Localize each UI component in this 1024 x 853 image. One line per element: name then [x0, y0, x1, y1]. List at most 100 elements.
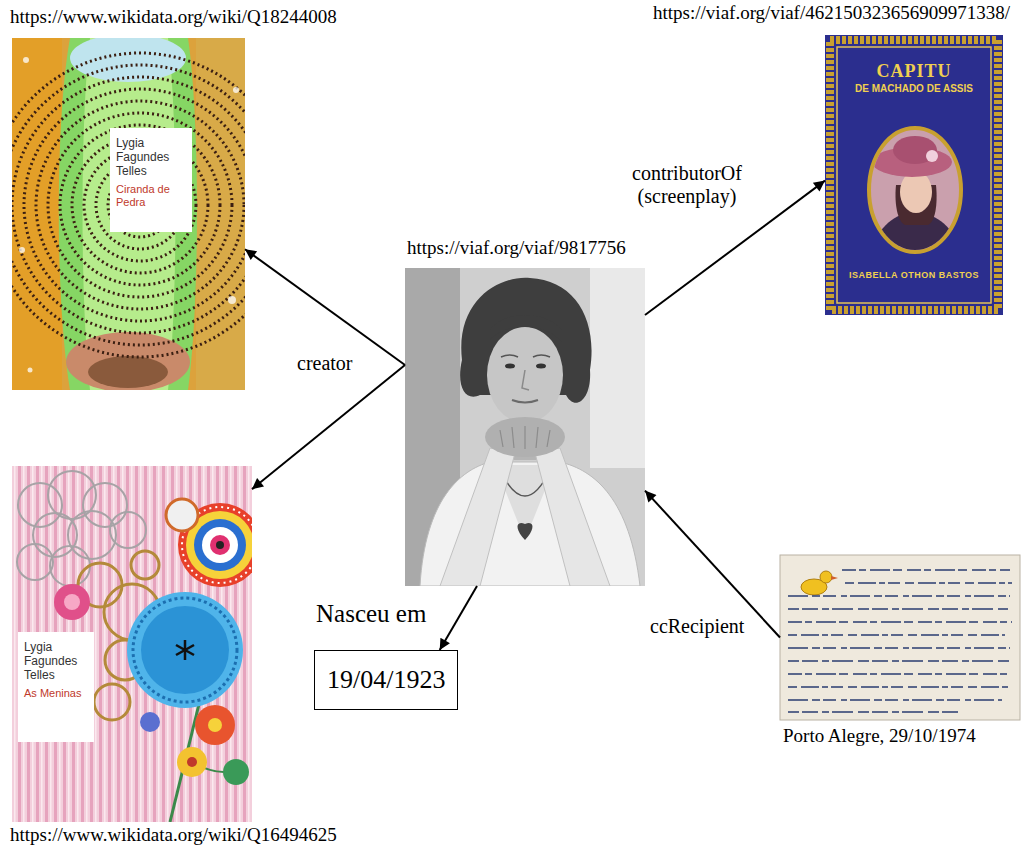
handwritten-letter — [788, 686, 1010, 688]
handwritten-letter — [788, 699, 1002, 701]
portrait-photo — [535, 448, 610, 586]
ciranda-cover-art — [12, 38, 62, 390]
cover-title: As Meninas — [24, 687, 88, 700]
meninas-cover-art — [127, 592, 243, 708]
book-cover: https://www.wikidata.org/wiki/Q18244008L… — [12, 38, 245, 390]
letter-image: Porto Alegre, 29/10/1974 — [780, 555, 1020, 720]
ciranda-cover-art — [36, 101, 244, 309]
text-holder: ISABELLA OTHON BASTOS — [835, 269, 993, 281]
meninas-cover-art — [12, 466, 252, 822]
edge-label-holder: creator — [297, 352, 353, 375]
meninas-cover-art — [176, 645, 194, 655]
handwritten-letter — [788, 595, 1010, 597]
portrait-photo — [518, 523, 533, 540]
meninas-cover-art — [223, 759, 249, 785]
poster-cast: ISABELLA OTHON BASTOS — [835, 269, 993, 281]
meninas-cover-art — [131, 551, 159, 579]
meninas-cover-art — [33, 513, 77, 557]
arrow-connector — [440, 586, 477, 650]
handwritten-letter — [788, 621, 1012, 623]
edge-label-holder: ccRecipient — [650, 615, 744, 638]
date-value: 19/04/1923 — [327, 665, 445, 695]
meninas-cover-art — [141, 606, 229, 694]
ciranda-cover-art — [48, 113, 232, 297]
meninas-cover-art — [83, 483, 127, 527]
handwritten-letter — [845, 582, 1012, 584]
handwritten-letter — [780, 555, 1020, 720]
text-holder: Porto Alegre, 29/10/1974 — [783, 725, 976, 747]
meninas-cover-art — [140, 712, 160, 732]
handwritten-letter — [788, 660, 1012, 662]
handwritten-letter — [788, 608, 1008, 610]
ciranda-cover-art — [19, 57, 239, 373]
url-heading: https://www.wikidata.org/wiki/Q16494625 — [10, 824, 337, 846]
url-heading: https://www.wikidata.org/wiki/Q18244008 — [10, 6, 337, 28]
portrait-photo — [501, 355, 550, 357]
portrait-photo — [405, 268, 645, 586]
handwritten-letter — [788, 673, 1008, 675]
handwritten-letter — [831, 576, 838, 580]
portrait-photo — [512, 400, 538, 403]
capitu-poster-art — [870, 136, 962, 252]
text-holder: CAPITUDE MACHADO DE ASSIS — [835, 61, 993, 95]
meninas-cover-art — [12, 466, 252, 822]
poster-title: CAPITU — [835, 61, 993, 82]
text-holder: https://www.wikidata.org/wiki/Q16494625 — [10, 824, 337, 846]
portrait-photo — [405, 268, 645, 586]
ciranda-cover-art — [233, 87, 239, 93]
meninas-cover-art — [210, 535, 230, 555]
meninas-cover-art — [216, 541, 224, 549]
film-poster: https://viaf.org/viaf/462150323656909971… — [825, 35, 1003, 315]
meninas-cover-art — [194, 519, 246, 571]
meninas-cover-art — [68, 511, 116, 559]
arrow-connector — [252, 365, 405, 489]
ciranda-cover-art — [12, 38, 245, 390]
arrow-connector — [645, 491, 780, 638]
capitu-poster-art — [869, 128, 961, 252]
capitu-poster-art — [893, 136, 937, 164]
portrait-photo — [485, 417, 565, 457]
edge-label-holder: contributorOf (screenplay) — [612, 162, 762, 208]
handwritten-letter — [780, 555, 1020, 720]
meninas-cover-art — [17, 544, 53, 580]
ciranda-cover-art — [88, 356, 168, 388]
text-holder: Lygia Fagundes Telles As Meninas — [18, 632, 94, 742]
meninas-cover-art — [202, 527, 238, 563]
meninas-cover-art — [208, 718, 222, 732]
portrait-photo — [487, 327, 563, 423]
edge-label: creator — [297, 352, 353, 375]
meninas-cover-art — [195, 705, 235, 745]
handwritten-letter — [788, 634, 1005, 636]
person-photo: https://viaf.org/viaf/9817756 — [405, 268, 645, 586]
edge-label: Nasceu em — [316, 600, 426, 628]
portrait-photo — [440, 448, 515, 586]
ciranda-cover-art — [12, 77, 245, 333]
ciranda-cover-art — [19, 247, 25, 253]
capitu-poster-art — [926, 150, 938, 162]
url-heading: https://viaf.org/viaf/9817756 — [407, 237, 626, 259]
text-holder: https://www.wikidata.org/wiki/Q18244008 — [10, 6, 337, 28]
meninas-cover-art — [187, 757, 197, 767]
edge-label-holder: Nasceu em — [316, 600, 426, 628]
cover-author: Lygia Fagundes Telles — [24, 640, 88, 682]
portrait-photo — [590, 268, 645, 468]
ciranda-cover-art — [24, 89, 245, 321]
portrait-photo — [536, 364, 546, 369]
ciranda-cover-art — [228, 296, 236, 304]
book-cover: Lygia Fagundes TellesAs Meninashttps://w… — [12, 466, 252, 822]
ciranda-cover-art — [66, 332, 190, 390]
portrait-photo — [500, 426, 550, 449]
arrow-connector — [245, 249, 405, 365]
ciranda-cover-art — [12, 53, 245, 357]
handwritten-letter — [842, 569, 1010, 571]
edge-label: ccRecipient — [650, 615, 744, 638]
url-heading: https://viaf.org/viaf/462150323656909971… — [653, 2, 1010, 24]
portrait-photo — [505, 364, 515, 369]
handwritten-letter — [788, 711, 960, 713]
meninas-cover-art — [94, 684, 130, 720]
meninas-cover-art — [176, 645, 194, 655]
meninas-cover-art — [110, 512, 146, 548]
image-caption: Porto Alegre, 29/10/1974 — [783, 725, 976, 747]
meninas-cover-art — [50, 546, 90, 586]
